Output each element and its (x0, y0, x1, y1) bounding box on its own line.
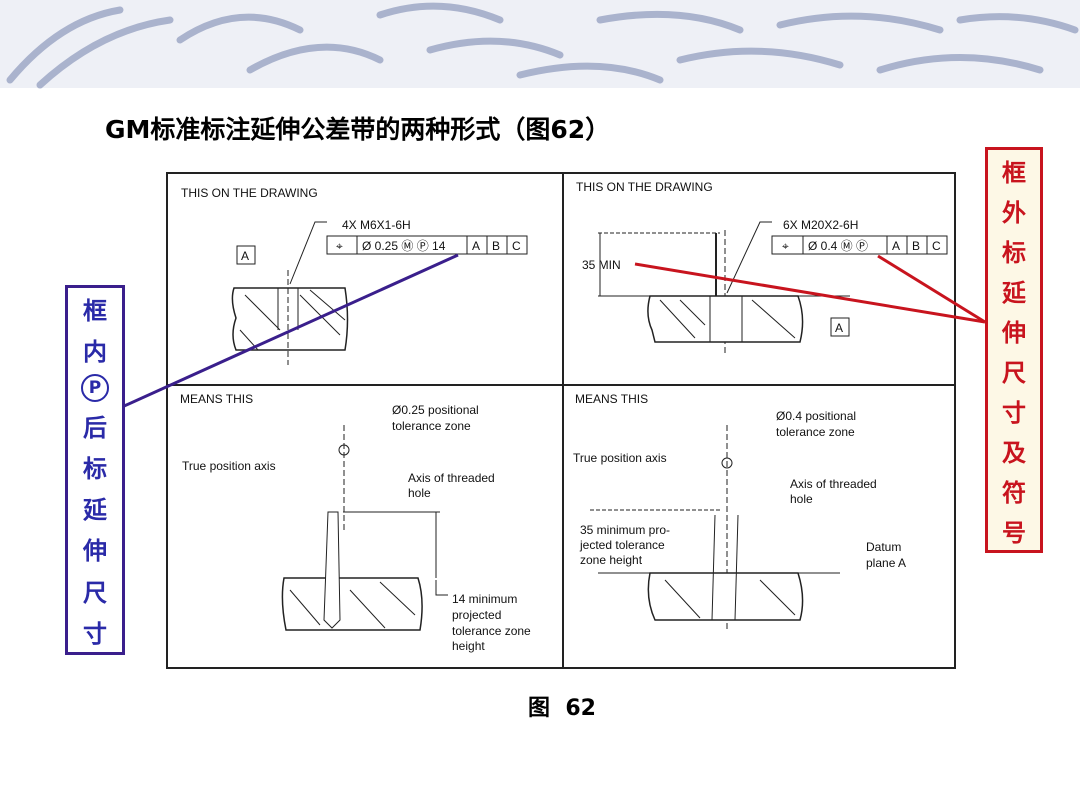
svg-text:height: height (452, 639, 485, 653)
svg-text:Axis of threaded: Axis of threaded (790, 477, 877, 491)
svg-text:B: B (912, 239, 920, 253)
svg-text:A: A (835, 321, 843, 335)
outside-frame-label: 框 外 标 延 伸 尺 寸 及 符 号 (985, 147, 1043, 553)
fcf-tolerance: Ø 0.25 Ⓜ Ⓟ 14 (362, 239, 446, 253)
label-char: 及 (1002, 438, 1026, 467)
svg-text:Ø0.4 positional: Ø0.4 positional (776, 409, 856, 423)
svg-text:Datum: Datum (866, 540, 901, 554)
svg-text:Ø0.25 positional: Ø0.25 positional (392, 403, 479, 417)
svg-text:zone height: zone height (580, 553, 643, 567)
heading-bottom-right: MEANS THIS (575, 392, 648, 406)
svg-text:⌖: ⌖ (336, 239, 343, 253)
figure-caption: 图 62 (528, 696, 596, 721)
label-char: 标 (83, 454, 107, 483)
svg-text:tolerance zone: tolerance zone (452, 624, 531, 638)
svg-text:A: A (892, 239, 900, 253)
label-char: 伸 (1002, 318, 1026, 347)
dimension-35-min: 35 MIN (582, 258, 621, 272)
heading-top-left: THIS ON THE DRAWING (181, 186, 318, 200)
projected-zone-symbol: P (81, 373, 109, 402)
svg-text:tolerance zone: tolerance zone (776, 425, 855, 439)
callout-top-right: 6X M20X2-6H (783, 218, 858, 232)
svg-text:jected tolerance: jected tolerance (579, 538, 665, 552)
label-char: 尺 (83, 578, 107, 607)
svg-text:A: A (241, 249, 249, 263)
svg-text:B: B (492, 239, 500, 253)
inside-frame-label: 框 内 P 后 标 延 伸 尺 寸 (65, 285, 125, 655)
label-char: 内 (83, 338, 107, 367)
svg-text:14 minimum: 14 minimum (452, 592, 517, 606)
label-char: 框 (83, 297, 107, 326)
svg-text:⌖: ⌖ (782, 239, 789, 253)
svg-text:A: A (472, 239, 480, 253)
label-char: 标 (1002, 238, 1026, 267)
heading-bottom-left: MEANS THIS (180, 392, 253, 406)
svg-text:C: C (932, 239, 941, 253)
label-char: 寸 (1002, 398, 1026, 427)
label-char: 寸 (83, 619, 107, 648)
svg-text:Axis of threaded: Axis of threaded (408, 471, 495, 485)
label-char: 符 (1002, 478, 1026, 507)
svg-text:True position axis: True position axis (573, 451, 667, 465)
svg-text:projected: projected (452, 608, 501, 622)
slide-title: GM标准标注延伸公差带的两种形式（图62） (105, 115, 611, 144)
label-char: 伸 (83, 537, 107, 566)
label-char: 外 (1002, 198, 1026, 227)
svg-text:hole: hole (790, 492, 813, 506)
label-char: 延 (1002, 278, 1026, 307)
label-char: 号 (1002, 518, 1026, 547)
svg-text:C: C (512, 239, 521, 253)
svg-text:plane A: plane A (866, 556, 906, 570)
wave-background (0, 0, 1080, 89)
svg-text:35 minimum pro-: 35 minimum pro- (580, 523, 670, 537)
svg-text:Ø 0.4 Ⓜ Ⓟ: Ø 0.4 Ⓜ Ⓟ (808, 239, 868, 253)
label-char: 延 (83, 496, 107, 525)
svg-text:hole: hole (408, 486, 431, 500)
label-char: 后 (83, 413, 107, 442)
callout-top-left: 4X M6X1-6H (342, 218, 411, 232)
svg-text:True position axis: True position axis (182, 459, 276, 473)
svg-text:tolerance zone: tolerance zone (392, 419, 471, 433)
heading-top-right: THIS ON THE DRAWING (576, 180, 713, 194)
label-char: 框 (1002, 158, 1026, 187)
label-char: 尺 (1002, 358, 1026, 387)
